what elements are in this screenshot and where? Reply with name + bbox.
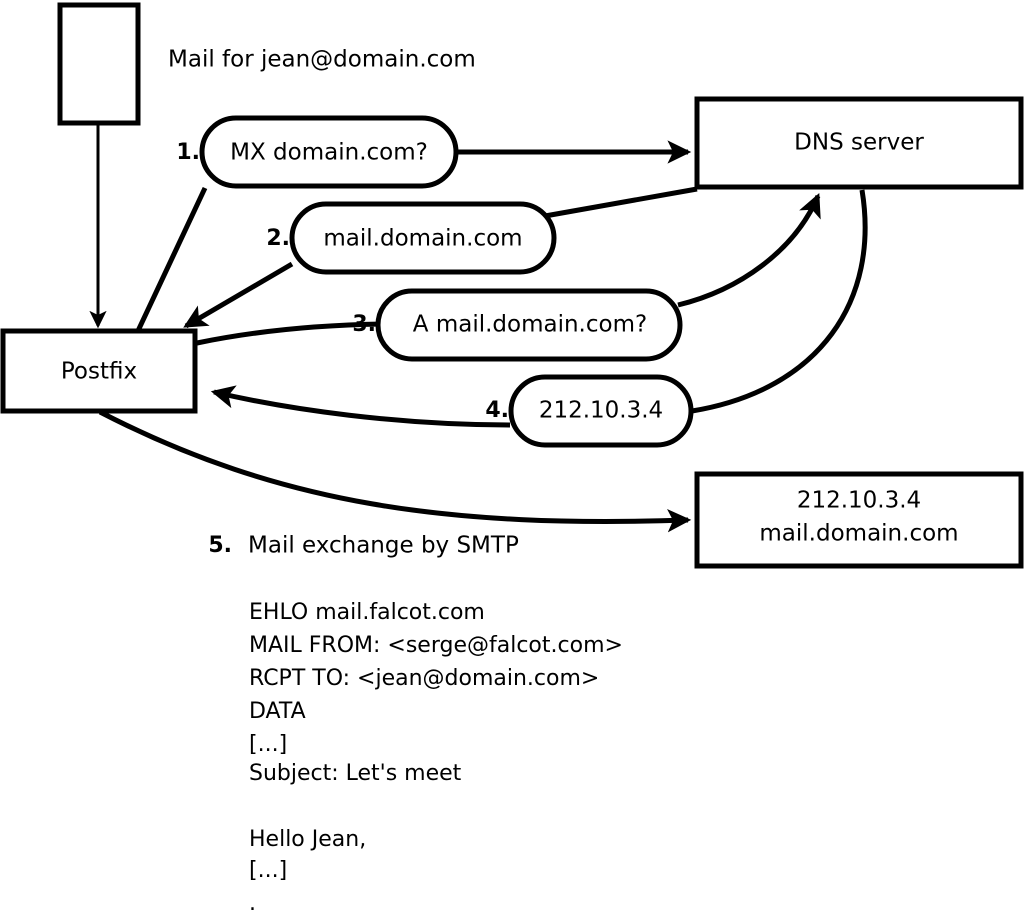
smtp-line-5: Subject: Let's meet [249, 761, 462, 786]
smtp-line-2: RCPT TO: <jean@domain.com> [249, 666, 599, 691]
node-target-mailserver-box [694, 471, 1024, 569]
edge-dns-to-mx-answer [544, 186, 698, 219]
node-target-mailserver-line2: mail.domain.com [759, 521, 958, 547]
smtp-line-9: . [249, 891, 256, 916]
edge-postfix-to-target-smtp [98, 409, 692, 533]
pill-step-4-box [508, 374, 694, 448]
edge-dns-to-a-answer [691, 189, 868, 414]
node-target-mailserver-line1: 212.10.3.4 [797, 488, 921, 514]
smtp-line-3: DATA [249, 699, 306, 724]
pill-step-1-box [199, 115, 459, 189]
smtp-line-4: [...] [249, 732, 287, 757]
step-5-label: Mail exchange by SMTP [248, 533, 519, 559]
edge-postfix-to-a-query [196, 321, 383, 346]
mail-for-caption: Mail for jean@domain.com [168, 47, 476, 73]
edge-postfix-to-mx-query [134, 186, 208, 335]
pill-step-4-label: 212.10.3.4 [539, 398, 663, 424]
smtp-line-1: MAIL FROM: <serge@falcot.com> [249, 633, 623, 658]
step-number-5: 5. [208, 533, 232, 558]
node-postfix-label: Postfix [61, 359, 137, 385]
edge-mx-answer-to-postfix [183, 261, 294, 329]
step-number-4: 4. [485, 398, 509, 423]
edge-a-query-to-dns [677, 193, 821, 308]
pill-step-3-label: A mail.domain.com? [413, 312, 647, 338]
node-client-box [57, 2, 141, 126]
step-number-1: 1. [176, 140, 200, 165]
pill-step-2-box [289, 201, 557, 275]
node-postfix-box [0, 328, 198, 414]
pill-step-1-label: MX domain.com? [230, 140, 428, 166]
step-number-3: 3. [352, 312, 376, 337]
smtp-line-8: [...] [249, 858, 287, 883]
node-dns-label: DNS server [794, 130, 924, 156]
pill-step-3-box [375, 288, 683, 362]
edge-a-answer-to-postfix [210, 385, 511, 428]
node-dns-box [694, 96, 1024, 190]
pill-step-2-label: mail.domain.com [323, 226, 522, 252]
step-number-2: 2. [266, 226, 290, 251]
smtp-line-7: Hello Jean, [249, 827, 366, 852]
smtp-line-0: EHLO mail.falcot.com [249, 600, 485, 625]
